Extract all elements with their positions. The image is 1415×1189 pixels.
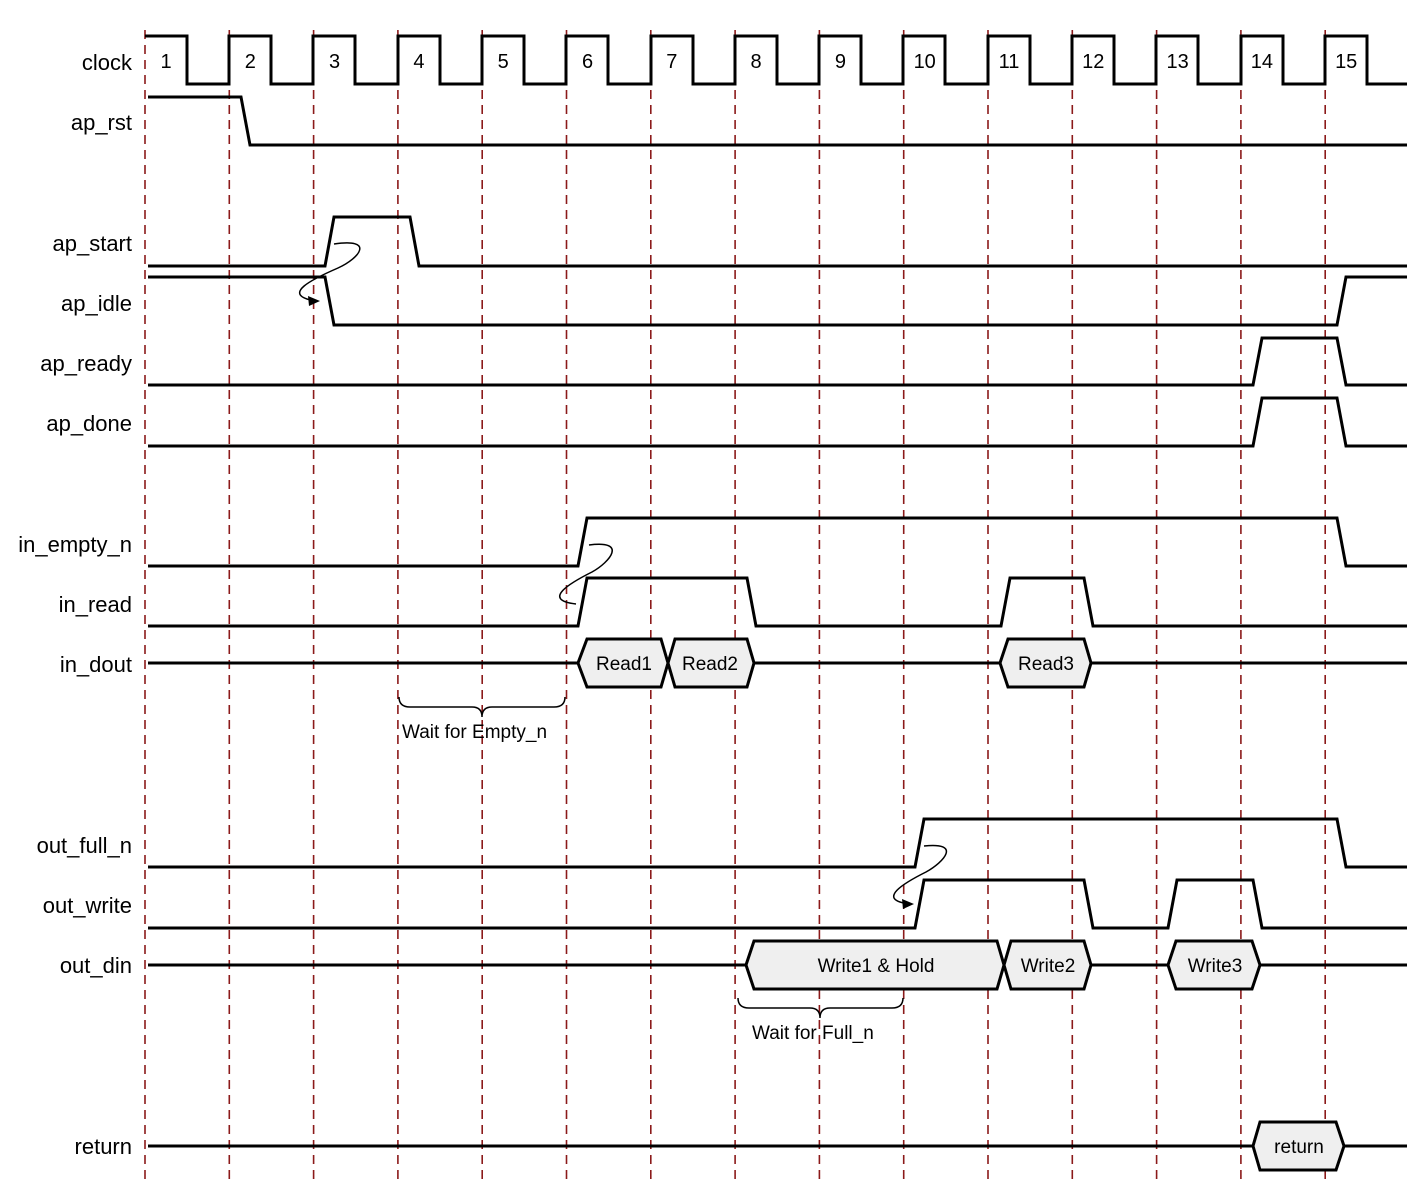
cycle-label-backdrop xyxy=(1333,46,1360,70)
cycle-label-13: 13 xyxy=(1166,51,1188,73)
clock-waveform xyxy=(145,34,1407,86)
bus-read2 xyxy=(666,637,756,689)
full-to-write-arrowhead xyxy=(902,899,914,909)
bus-read3-label: Read3 xyxy=(1018,654,1074,675)
bus-values xyxy=(576,637,1346,1172)
cycle-label-14: 14 xyxy=(1251,51,1273,73)
cycle-label-backdrop xyxy=(996,46,1022,70)
cycle-label-backdrop xyxy=(658,46,685,70)
cycle-label-backdrop xyxy=(1164,46,1191,70)
bus-write3-label: Write3 xyxy=(1188,956,1243,977)
cycle-label-8: 8 xyxy=(751,51,762,73)
empty-to-read-arrow xyxy=(559,543,613,605)
cycle-label-5: 5 xyxy=(498,51,509,73)
cycle-label-7: 7 xyxy=(666,51,677,73)
cycle-label-9: 9 xyxy=(835,51,846,73)
out-full-n-waveform xyxy=(148,817,1407,869)
wait-full-annotation: Wait for Full_n xyxy=(752,1023,874,1044)
cycle-label-backdrop xyxy=(574,46,601,70)
wait-full-brace xyxy=(737,997,904,1019)
signal-label-ap-rst: ap_rst xyxy=(71,110,132,135)
cycle-label-10: 10 xyxy=(914,51,936,73)
ap-ready-waveform xyxy=(148,336,1407,387)
causality-arrows xyxy=(299,242,948,909)
cycle-label-backdrop xyxy=(1248,46,1275,70)
signal-label-ap-idle: ap_idle xyxy=(61,291,132,316)
cycle-label-2: 2 xyxy=(245,51,256,73)
bus-write2-label: Write2 xyxy=(1021,956,1076,977)
signal-label-ap-done: ap_done xyxy=(46,411,132,436)
signal-labels: clock ap_rst ap_start ap_idle ap_ready a… xyxy=(18,50,133,1159)
wait-empty-annotation: Wait for Empty_n xyxy=(402,722,547,743)
bus-read1-label: Read1 xyxy=(596,654,652,675)
bus-read3 xyxy=(998,637,1093,689)
cycle-label-backdrop xyxy=(405,46,432,70)
full-to-write-arrow xyxy=(893,844,948,905)
wait-empty-brace xyxy=(398,696,566,718)
cycle-label-1: 1 xyxy=(160,51,171,73)
bus-labels: Read1 Read2 Read3 Write1 & Hold Write2 W… xyxy=(596,654,1324,1158)
in-empty-n-waveform xyxy=(148,516,1407,568)
out-write-waveform xyxy=(148,878,1407,930)
waveforms xyxy=(145,34,1407,930)
bus-write1-label: Write1 & Hold xyxy=(818,956,935,977)
signal-label-in-dout: in_dout xyxy=(60,652,132,677)
cycle-label-backdrop xyxy=(827,46,854,70)
ap-rst-waveform xyxy=(148,95,1407,147)
cycle-label-backdrop xyxy=(321,46,348,70)
bus-write2 xyxy=(1002,939,1093,991)
ap-done-waveform xyxy=(148,396,1407,448)
signal-label-out-write: out_write xyxy=(43,893,132,918)
cycle-label-4: 4 xyxy=(413,51,424,73)
cycle-label-backdrop xyxy=(237,46,264,70)
signal-label-return: return xyxy=(75,1134,132,1159)
cycle-label-backdrop xyxy=(490,46,517,70)
signal-label-ap-ready: ap_ready xyxy=(40,351,132,376)
wait-braces xyxy=(398,696,904,1019)
signal-label-in-empty-n: in_empty_n xyxy=(18,532,132,557)
cycle-label-6: 6 xyxy=(582,51,593,73)
cycle-label-15: 15 xyxy=(1335,51,1357,73)
cycle-gridlines xyxy=(144,30,1326,1185)
cycle-label-backdrop xyxy=(1080,46,1107,70)
in-read-waveform xyxy=(148,576,1407,628)
bus-read2-label: Read2 xyxy=(682,654,738,675)
cycle-label-11: 11 xyxy=(999,51,1020,73)
cycle-label-12: 12 xyxy=(1082,51,1104,73)
cycle-label-backdrop xyxy=(153,46,179,70)
bus-lines xyxy=(148,661,1407,1148)
bus-return-label: return xyxy=(1274,1137,1324,1158)
ap-idle-waveform xyxy=(148,275,1407,327)
signal-label-out-din: out_din xyxy=(60,953,132,978)
bus-write3 xyxy=(1166,939,1262,991)
ap-start-waveform xyxy=(148,215,1407,268)
signal-label-ap-start: ap_start xyxy=(53,231,133,256)
signal-label-out-full-n: out_full_n xyxy=(37,833,132,858)
cycle-label-3: 3 xyxy=(329,51,340,73)
signal-label-in-read: in_read xyxy=(59,592,132,617)
cycle-label-backdrop xyxy=(743,46,770,70)
start-to-idle-arrowhead xyxy=(308,296,320,306)
bus-return xyxy=(1251,1120,1346,1172)
start-to-idle-arrow xyxy=(299,242,361,302)
signal-label-clock: clock xyxy=(82,50,133,75)
cycle-label-backdrop xyxy=(911,46,938,70)
